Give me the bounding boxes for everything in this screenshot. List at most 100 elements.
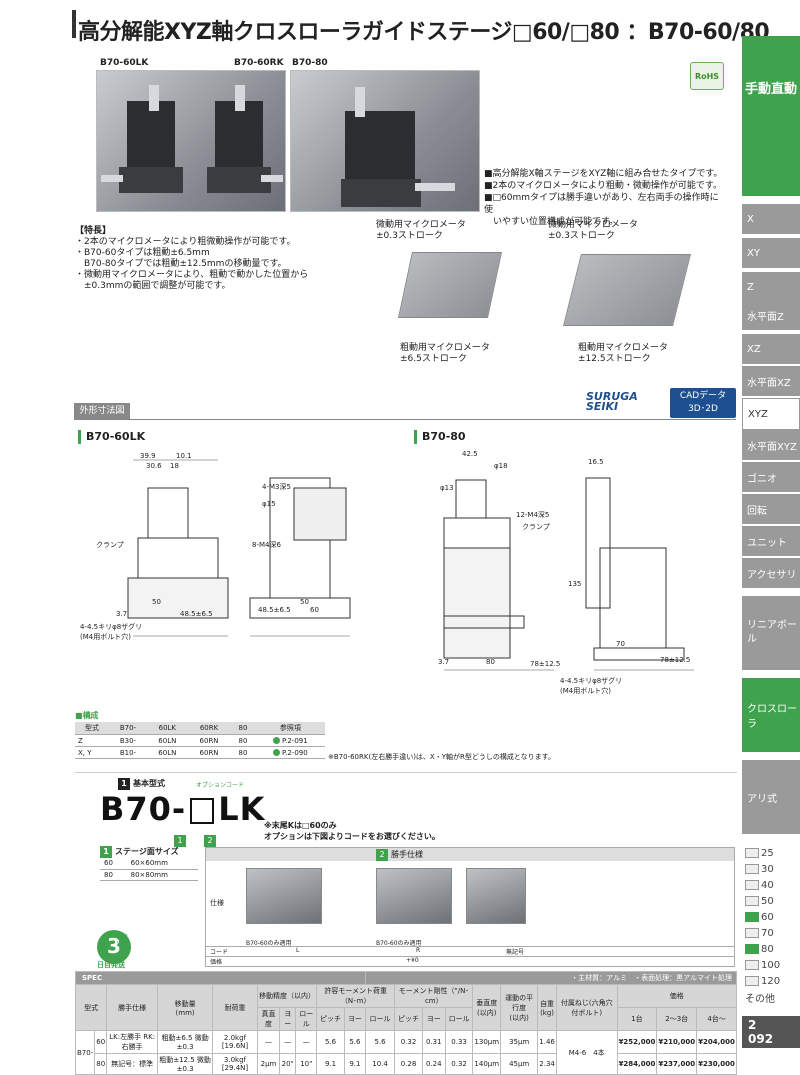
- sidebar-category-manual-linear[interactable]: 手動直動: [742, 36, 800, 196]
- dim-label: 50: [152, 598, 161, 606]
- arrow-icon: [272, 737, 280, 744]
- page-reference-link[interactable]: P.2-091: [255, 734, 325, 747]
- features-heading: 【特長】: [75, 226, 112, 236]
- sidebar-item-cross-roller[interactable]: クロスローラ: [742, 678, 800, 754]
- size-filter-70[interactable]: 70: [745, 926, 797, 941]
- checkbox-icon: [745, 960, 759, 970]
- section-tab-dimensions: 外形寸法図: [74, 403, 130, 419]
- page-reference-link[interactable]: P.2-090: [255, 746, 325, 759]
- bullet-line: ■2本のマイクロメータにより粗動・微動操作が可能です。: [484, 181, 722, 191]
- title-accent-bar: [72, 10, 76, 38]
- option-code[interactable]: L: [296, 947, 300, 954]
- checkbox-icon: [745, 896, 759, 906]
- sidebar-item-xz[interactable]: XZ: [742, 334, 800, 366]
- sidebar-item-rotation[interactable]: 回転: [742, 494, 800, 526]
- sidebar-item-xyz[interactable]: XYZ: [742, 398, 800, 430]
- size-filter-120[interactable]: 120: [745, 974, 797, 989]
- dim-label: 78±12.5: [530, 660, 561, 668]
- table-row: X, Y B10- 60LN 60RN 80 P.2-090: [75, 746, 325, 759]
- option-image-none[interactable]: [466, 868, 526, 924]
- spec-material: ・主材質：アルミ ・表面処理：黒アルマイト処理: [364, 971, 738, 985]
- feature-line: ・微動用マイクロメータにより、粗動で動かした位置から: [75, 270, 309, 280]
- checkbox-icon: [745, 976, 759, 986]
- shipping-days: 日目発送: [97, 961, 125, 969]
- dim-label: φ18: [494, 462, 508, 470]
- dim-label: φ15: [262, 500, 276, 508]
- dim-label: 30.6: [146, 462, 162, 470]
- code-row: コード L R 無記号: [206, 946, 734, 956]
- overview-bullets: ■高分解能X軸ステージをXYZ軸に組み合せたタイプです。 ■2本のマイクロメータ…: [484, 168, 724, 228]
- clamp-label-80: クランプ: [522, 523, 550, 531]
- sidebar-item-x[interactable]: X: [742, 204, 800, 236]
- option-code[interactable]: R: [416, 947, 421, 954]
- divider: [75, 772, 737, 773]
- spec-label: SPEC: [75, 971, 366, 985]
- dim-label: 18: [170, 462, 179, 470]
- shipping-qty: 数量 1~3: [116, 934, 129, 948]
- model-code: B70-LK: [100, 790, 266, 828]
- cad-data-badge[interactable]: CADデータ 3D･2D: [670, 388, 736, 418]
- rohs-badge: RoHS: [690, 62, 724, 90]
- section-divider: [74, 419, 736, 420]
- dim-label: 48.5±6.5: [258, 606, 291, 614]
- size-filter-100[interactable]: 100: [745, 958, 797, 973]
- bullet-line: ■□60mmタイプは勝手違いがあり、左右両手の操作時に使: [484, 193, 719, 215]
- sidebar-item-unit[interactable]: ユニット: [742, 526, 800, 558]
- price-row: 価格 +¥0: [206, 956, 734, 966]
- size-filter-other[interactable]: その他: [745, 994, 775, 1005]
- row-label-spec: 仕様: [210, 899, 224, 907]
- sidebar-item-dovetail[interactable]: アリ式: [742, 760, 800, 836]
- sidebar-item-accessory[interactable]: アクセサリ: [742, 558, 800, 590]
- drawing-marker-right: [414, 430, 417, 444]
- dim-label: 4-M3深5: [262, 483, 291, 491]
- sidebar-item-horizontal-xyz[interactable]: 水平面XYZ: [742, 430, 800, 462]
- size-filter-80[interactable]: 80: [745, 942, 797, 957]
- photo-label-lk: B70-60LK: [100, 58, 149, 68]
- coarse-micrometer-label-80: 粗動用マイクロメータ ±12.5ストローク: [578, 343, 668, 364]
- sidebar-item-horizontal-xz[interactable]: 水平面XZ: [742, 366, 800, 398]
- sidebar-item-xy[interactable]: XY: [742, 238, 800, 270]
- hole-note-80: 4-4.5キリφ8ザグリ (M4用ボルト穴): [560, 677, 623, 695]
- feature-line: ±0.3mmの範囲で調整が可能です。: [75, 281, 231, 291]
- features-block: 【特長】 ・2本のマイクロメータにより粗微動操作が可能です。 ・B70-60タイ…: [75, 226, 315, 292]
- checkbox-icon: [745, 912, 759, 922]
- size-filter-40[interactable]: 40: [745, 878, 797, 893]
- drawing-marker-left: [78, 430, 81, 444]
- dim-label: φ13: [440, 484, 454, 492]
- size-filter-30[interactable]: 30: [745, 862, 797, 877]
- dim-label: 12-M4深5: [516, 511, 550, 519]
- code-marker-2: 2: [204, 828, 219, 847]
- dim-label: 10.1: [176, 452, 192, 460]
- drawing-title-80: B70-80: [422, 430, 466, 443]
- option-code[interactable]: 無記号: [506, 949, 525, 956]
- feature-line: ・2本のマイクロメータにより粗微動操作が可能です。: [75, 237, 296, 247]
- size-filter-60[interactable]: 60: [745, 910, 797, 925]
- dimension-drawing-80: [443, 477, 694, 671]
- bullet-line: ■高分解能X軸ステージをXYZ軸に組み合せたタイプです。: [484, 169, 723, 179]
- coarse-micrometer-label-60: 粗動用マイクロメータ ±6.5ストローク: [400, 343, 490, 364]
- sidebar-item-gonio[interactable]: ゴニオ: [742, 462, 800, 494]
- option-image-l[interactable]: [246, 868, 322, 924]
- stage-80-illustration: [341, 87, 455, 207]
- size-filter-50[interactable]: 50: [745, 894, 797, 909]
- sidebar-item-linear-ball[interactable]: リニアボール: [742, 596, 800, 672]
- drawing-title-60lk: B70-60LK: [86, 430, 146, 443]
- stage-60-illustration: [101, 85, 283, 193]
- dim-label: 70: [616, 640, 625, 648]
- dim-label: 78±12.5: [660, 656, 691, 664]
- spec-table: SPEC ・主材質：アルミ ・表面処理：黒アルマイト処理 型式 勝手仕様 移動量…: [74, 971, 738, 1075]
- size-filter-25[interactable]: 25: [745, 846, 797, 861]
- dim-label: 80: [486, 658, 495, 666]
- product-photo-80: [290, 70, 480, 212]
- fine-micrometer-label-80: 微動用マイクロメータ ±0.3ストローク: [548, 220, 638, 241]
- table-row: B70- 60 LK:左勝手 RK:右勝手 粗動±6.5 微動±0.3 2.0k…: [74, 1030, 737, 1075]
- option-image-r[interactable]: [376, 868, 452, 924]
- checkbox-icon: [745, 880, 759, 890]
- sidebar-item-horizontal-z[interactable]: 水平面Z: [742, 300, 800, 332]
- option-code-label: オプションコード: [196, 782, 245, 789]
- photo-label-rk: B70-60RK: [234, 58, 284, 68]
